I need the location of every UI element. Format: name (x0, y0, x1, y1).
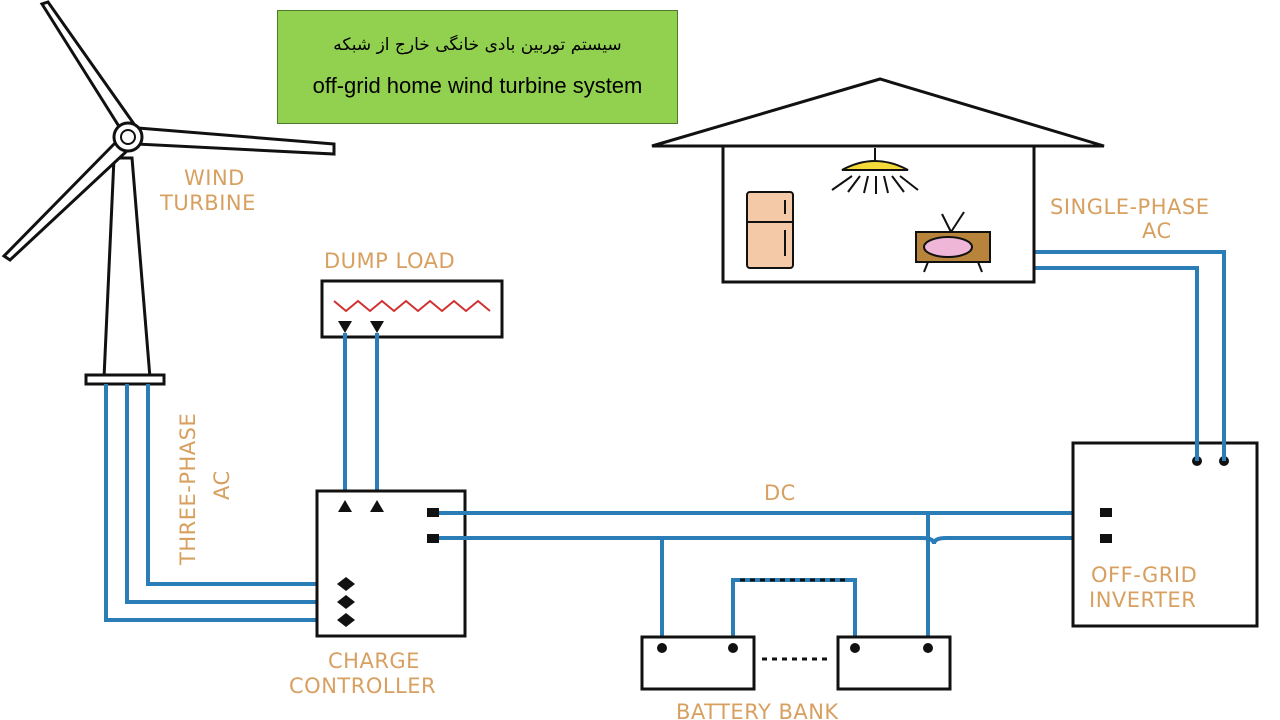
turbine-blade-up (39, 0, 137, 130)
battery-1-terminal-left (657, 643, 667, 653)
inverter-dc-terminal-2 (1100, 534, 1112, 543)
dump-load-terminal-1 (338, 321, 352, 333)
off-grid-label: OFF-GRID (1091, 563, 1197, 587)
title-box: سیستم توربین بادی خانگی خارج از شبکه off… (277, 10, 678, 124)
three-phase-wire-2 (125, 384, 340, 604)
wind-label: WIND (184, 166, 245, 190)
battery-2-terminal-right (923, 643, 933, 653)
three-phase-label: THREE-PHASE (176, 413, 200, 566)
charge-label: CHARGE (328, 649, 420, 673)
turbine-label: TURBINE (159, 191, 256, 215)
turbine-blade-right (134, 126, 336, 156)
controller-terminal-1 (338, 500, 352, 512)
heating-element (333, 299, 491, 313)
dump-load-terminal-2 (370, 321, 384, 333)
turbine-tower (102, 156, 152, 380)
dump-load-box (320, 279, 504, 339)
tv-icon (915, 211, 991, 273)
title-english: off-grid home wind turbine system (312, 73, 643, 98)
turbine-base (84, 373, 166, 386)
single-phase-ac-label: AC (1142, 219, 1172, 243)
single-phase-wire-2 (1035, 266, 1199, 461)
title-persian: سیستم توربین بادی خانگی خارج از شبکه (333, 35, 622, 55)
controller-dc-terminal-1 (427, 508, 439, 517)
battery-bank-label: BATTERY BANK (676, 700, 839, 720)
controller-dc-terminal-2 (427, 534, 439, 543)
dc-label: DC (764, 481, 796, 505)
fridge-icon (746, 191, 794, 269)
controller-ac-terminal-1 (337, 577, 355, 591)
ceiling-lamp-icon (841, 160, 909, 171)
controller-label: CONTROLLER (289, 674, 436, 698)
three-phase-wire-1 (104, 384, 340, 622)
dump-load-label: DUMP LOAD (324, 249, 455, 273)
inverter-label: INVERTER (1089, 588, 1196, 612)
three-phase-ac-label: AC (210, 470, 234, 500)
single-phase-label: SINGLE-PHASE (1050, 195, 1209, 219)
single-phase-wire-1 (1035, 250, 1226, 461)
house-roof (651, 77, 1105, 148)
controller-ac-terminal-2 (337, 595, 355, 609)
house (651, 77, 1105, 284)
controller-terminal-2 (370, 500, 384, 512)
controller-ac-terminal-3 (337, 613, 355, 627)
battery-2-terminal-left (850, 643, 860, 653)
battery-1-terminal-right (728, 643, 738, 653)
three-phase-wire-3 (146, 384, 340, 586)
charge-controller-box (315, 489, 467, 638)
lamp-rays (831, 175, 919, 194)
wind-turbine (1, 0, 336, 386)
dc-bus-bottom (439, 536, 1100, 545)
inverter-dc-terminal-1 (1100, 508, 1112, 517)
